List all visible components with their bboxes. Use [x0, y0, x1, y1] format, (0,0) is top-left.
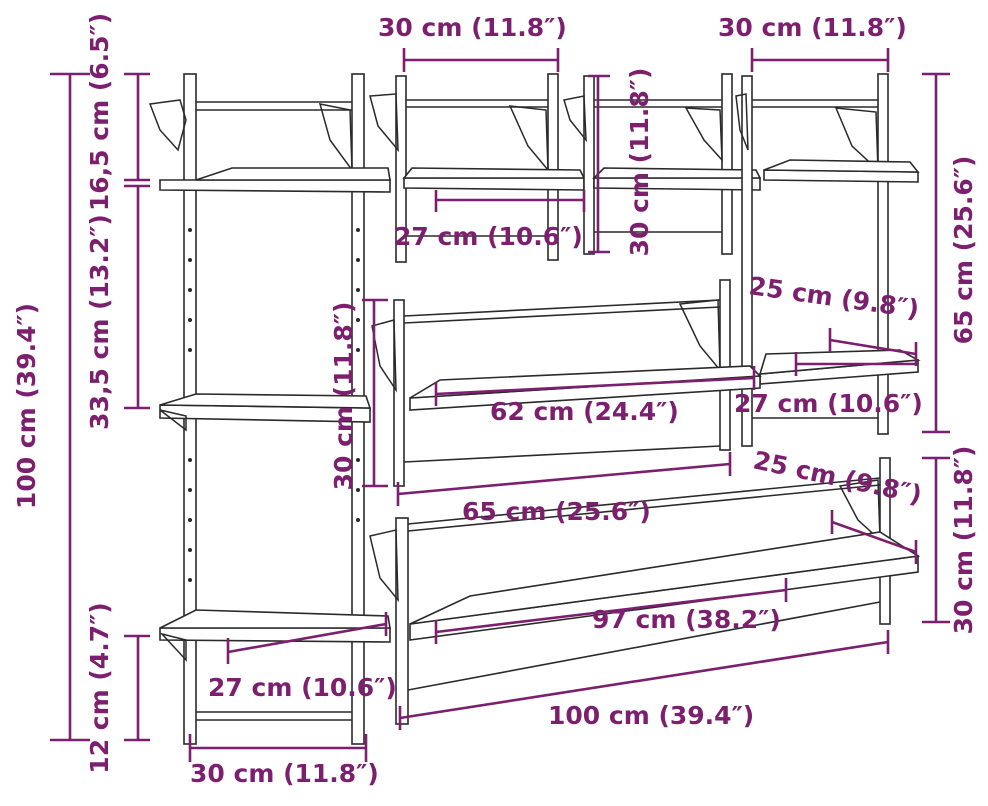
dimension-lines — [50, 48, 950, 762]
top-unit-2-right-post — [721, 73, 733, 255]
bottom-unit-height-label: 30 cm (11.8″) — [949, 446, 978, 635]
right-shelf-depth-upper-label: 25 cm (9.8″) — [747, 271, 921, 324]
top-unit-1-left-post — [395, 75, 407, 263]
top-unit-1 — [369, 73, 586, 263]
middle-shelf-width-line — [435, 376, 755, 396]
bottom-shelf-width-label: 97 cm (38.2″) — [592, 605, 781, 634]
middle-unit-height-label: 30 cm (11.8″) — [329, 302, 358, 491]
left-top-bracket — [148, 99, 187, 152]
left-tall-unit — [148, 73, 391, 745]
bottom-unit-left-post — [395, 517, 409, 725]
middle-unit-left-post — [393, 299, 405, 487]
bottom-unit-width-line — [399, 640, 889, 720]
left-shelf-depth-label: 27 cm (10.6″) — [208, 673, 397, 702]
top-unit-3-width-label: 30 cm (11.8″) — [718, 13, 907, 42]
right-unit-right-post — [877, 73, 889, 435]
top-unit-1-depth-label: 27 cm (10.6″) — [394, 222, 583, 251]
top-unit-2-shelf — [593, 177, 761, 191]
right-unit-height-label: 65 cm (25.6″) — [949, 156, 978, 345]
middle-gap-label: 33,5 cm (13.2″) — [85, 214, 114, 430]
middle-unit-right-post — [719, 279, 731, 451]
middle-unit — [371, 279, 762, 487]
top-unit-2 — [563, 73, 762, 255]
right-shelf-width-label: 27 cm (10.6″) — [734, 389, 923, 418]
middle-shelf-width-label: 62 cm (24.4″) — [490, 397, 679, 426]
bottom-shelf-depth-line — [831, 520, 917, 554]
top-gap-label: 16,5 cm (6.5″) — [85, 13, 114, 211]
total-height-label: 100 cm (39.4″) — [12, 303, 41, 509]
right-tall-unit — [735, 73, 921, 447]
left-unit-holes — [188, 228, 360, 582]
bottom-gap-label: 12 cm (4.7″) — [85, 602, 114, 773]
bottom-shelf-depth-label: 25 cm (9.8″) — [751, 446, 925, 510]
left-shelf-depth-line — [227, 622, 387, 654]
top-unit-1-width-label: 30 cm (11.8″) — [378, 13, 567, 42]
middle-unit-width-label: 65 cm (25.6″) — [462, 497, 651, 526]
bottom-shelf-width-line — [435, 588, 787, 634]
dimension-labels: 100 cm (39.4″) 16,5 cm (6.5″) 33,5 cm (1… — [12, 13, 978, 788]
middle-unit-width-line — [397, 462, 731, 496]
right-unit-left-post — [741, 75, 753, 447]
right-shelf-depth-line — [829, 338, 917, 356]
top-unit-2-left-post — [583, 75, 595, 255]
left-top-shelf — [159, 179, 391, 193]
bottom-unit-width-label: 100 cm (39.4″) — [548, 701, 754, 730]
top-unit-height-label: 30 cm (11.8″) — [625, 68, 654, 257]
top-unit-1-shelf — [403, 177, 585, 191]
left-unit-width-label: 30 cm (11.8″) — [190, 759, 379, 788]
shelving-drawing — [148, 73, 921, 745]
